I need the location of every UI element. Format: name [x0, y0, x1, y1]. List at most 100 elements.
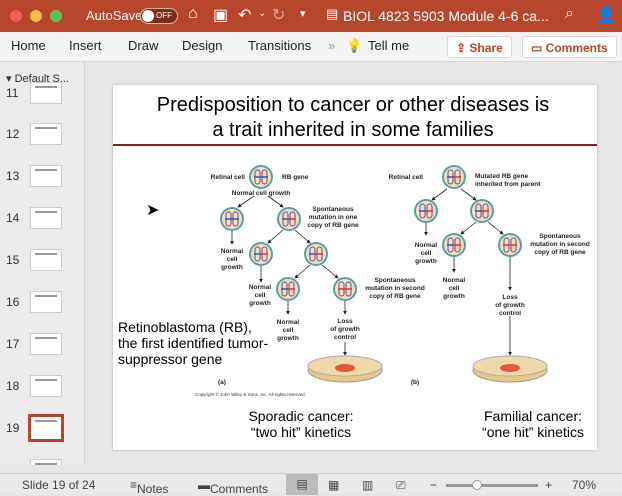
figure-label: Normal: [221, 248, 244, 255]
figure-label: growth: [443, 293, 465, 300]
figure-label: (a): [218, 379, 226, 386]
slide-title-line1: Predisposition to cancer or other diseas…: [157, 94, 549, 116]
arrow: [460, 188, 477, 201]
ribbon: Home Insert Draw Design Transitions » 💡 …: [0, 32, 622, 62]
sporadic-line2: “two hit” kinetics: [251, 424, 351, 440]
figure-label: growth: [221, 264, 243, 271]
tab-insert[interactable]: Insert: [69, 38, 102, 53]
slide-number: 13: [6, 169, 20, 183]
maximize-button[interactable]: [50, 10, 62, 22]
arrow: [487, 221, 504, 235]
redo-icon[interactable]: ↻: [272, 7, 286, 24]
slide-sorter-icon[interactable]: ▦: [328, 478, 340, 492]
comment-icon: ▭: [531, 41, 546, 55]
figure-label: cell: [227, 256, 238, 263]
rb-text-line1: Retinoblastoma (RB),: [118, 319, 252, 335]
slide-thumbnail[interactable]: [30, 123, 62, 145]
figure-label: Retinal cell: [389, 174, 424, 181]
zoom-in-button[interactable]: +: [545, 478, 553, 492]
familial-line1: Familial cancer:: [484, 408, 582, 424]
slide-thumbnail[interactable]: [30, 165, 62, 187]
figure-label: cell: [283, 327, 294, 334]
figure-label: Normal: [277, 319, 300, 326]
slide-canvas[interactable]: Predisposition to cancer or other diseas…: [113, 85, 597, 450]
comments-label: Comments: [545, 41, 608, 55]
slide-thumbnail[interactable]: [28, 414, 64, 442]
undo-dropdown-icon[interactable]: ⌄: [258, 8, 267, 19]
arrow: [267, 195, 284, 208]
arrow: [237, 195, 255, 208]
slide-number: 11: [6, 86, 19, 100]
arrow: [431, 188, 448, 201]
figure-label: growth: [277, 335, 299, 342]
tell-me-search[interactable]: Tell me: [368, 38, 410, 53]
figure-label: of growth: [330, 326, 360, 333]
rb-text-line2: the first identified tumor-: [118, 335, 269, 351]
slide-title-line2: a trait inherited in some families: [212, 119, 493, 141]
zoom-out-button[interactable]: −: [430, 478, 438, 492]
tab-home[interactable]: Home: [11, 38, 46, 53]
share-button[interactable]: ⇪ Share: [447, 36, 512, 58]
tab-design[interactable]: Design: [182, 38, 223, 53]
share-icon: ⇪: [456, 41, 470, 55]
tumor-cells: [335, 364, 355, 372]
figure-label: copy of RB gene: [369, 293, 421, 300]
zoom-level[interactable]: 70%: [572, 478, 597, 492]
comments-status-label: Comments: [210, 482, 269, 496]
home-icon[interactable]: ⌂: [188, 5, 198, 22]
autosave-toggle[interactable]: OFF: [140, 8, 178, 24]
slide-number: 12: [6, 127, 20, 141]
figure-label: mutation in one: [309, 214, 358, 221]
powerpoint-file-icon: ▤: [326, 6, 339, 21]
zoom-slider[interactable]: [446, 480, 538, 490]
figure-label: Loss: [337, 318, 353, 325]
customize-toolbar-icon[interactable]: ▾: [300, 8, 306, 20]
comments-button[interactable]: ▭ Comments: [522, 36, 617, 58]
figure-label: inherited from parent: [475, 181, 541, 188]
slide-thumbnail[interactable]: [30, 82, 62, 104]
figure-label: control: [499, 310, 521, 317]
account-icon[interactable]: 👤: [596, 7, 616, 24]
zoom-slider-handle[interactable]: [471, 480, 482, 490]
figure-label: Spontaneous: [374, 277, 416, 284]
normal-view-icon[interactable]: ▤: [286, 474, 318, 495]
toggle-state: OFF: [156, 11, 172, 20]
rb-text-line3: suppressor gene: [118, 351, 223, 367]
comments-status-button[interactable]: ▬ Comments: [198, 478, 269, 496]
search-icon[interactable]: ⌕: [565, 5, 574, 22]
arrow: [460, 221, 477, 235]
slide-number: 18: [6, 379, 20, 393]
slide-number: 15: [6, 253, 20, 267]
arrow: [294, 229, 311, 244]
slide-thumbnail[interactable]: [30, 459, 62, 465]
tab-transitions[interactable]: Transitions: [248, 38, 312, 53]
notes-button[interactable]: ≡ Notes: [130, 478, 169, 496]
slide-thumbnail[interactable]: [30, 291, 62, 313]
tab-draw[interactable]: Draw: [128, 38, 159, 53]
arrow: [321, 264, 339, 279]
slide-thumbnail[interactable]: [30, 207, 62, 229]
arrow: [294, 264, 311, 279]
title-bar: AutoSave OFF ⌂ ▣ ↶ ⌄ ↻ ▾ ▤ BIOL 4823 590…: [0, 0, 622, 32]
reading-view-icon[interactable]: ▥: [362, 478, 374, 492]
figure-label: Loss: [502, 294, 518, 301]
save-icon[interactable]: ▣: [213, 7, 229, 24]
figure-label: cell: [449, 285, 460, 292]
close-button[interactable]: [10, 10, 22, 22]
slide-thumbnail[interactable]: [30, 249, 62, 271]
slide-thumbnail[interactable]: [30, 375, 62, 397]
more-tabs-button[interactable]: »: [328, 38, 336, 53]
familial-line2: “one hit” kinetics: [482, 424, 584, 440]
figure-label: Spontaneous: [539, 233, 581, 240]
slideshow-icon[interactable]: ⎚: [396, 478, 406, 492]
slide-number: 17: [6, 337, 20, 351]
minimize-button[interactable]: [30, 10, 42, 22]
tumor-cells: [500, 364, 520, 372]
slide-thumbnail-pane[interactable]: ▾ Default S... 11121314151617181920: [0, 62, 85, 465]
figure-label: cell: [421, 250, 432, 257]
figure-label: Spontaneous: [312, 206, 354, 213]
figure-label: Normal: [415, 242, 438, 249]
undo-icon[interactable]: ↶: [238, 7, 252, 24]
slide-thumbnail[interactable]: [30, 333, 62, 355]
